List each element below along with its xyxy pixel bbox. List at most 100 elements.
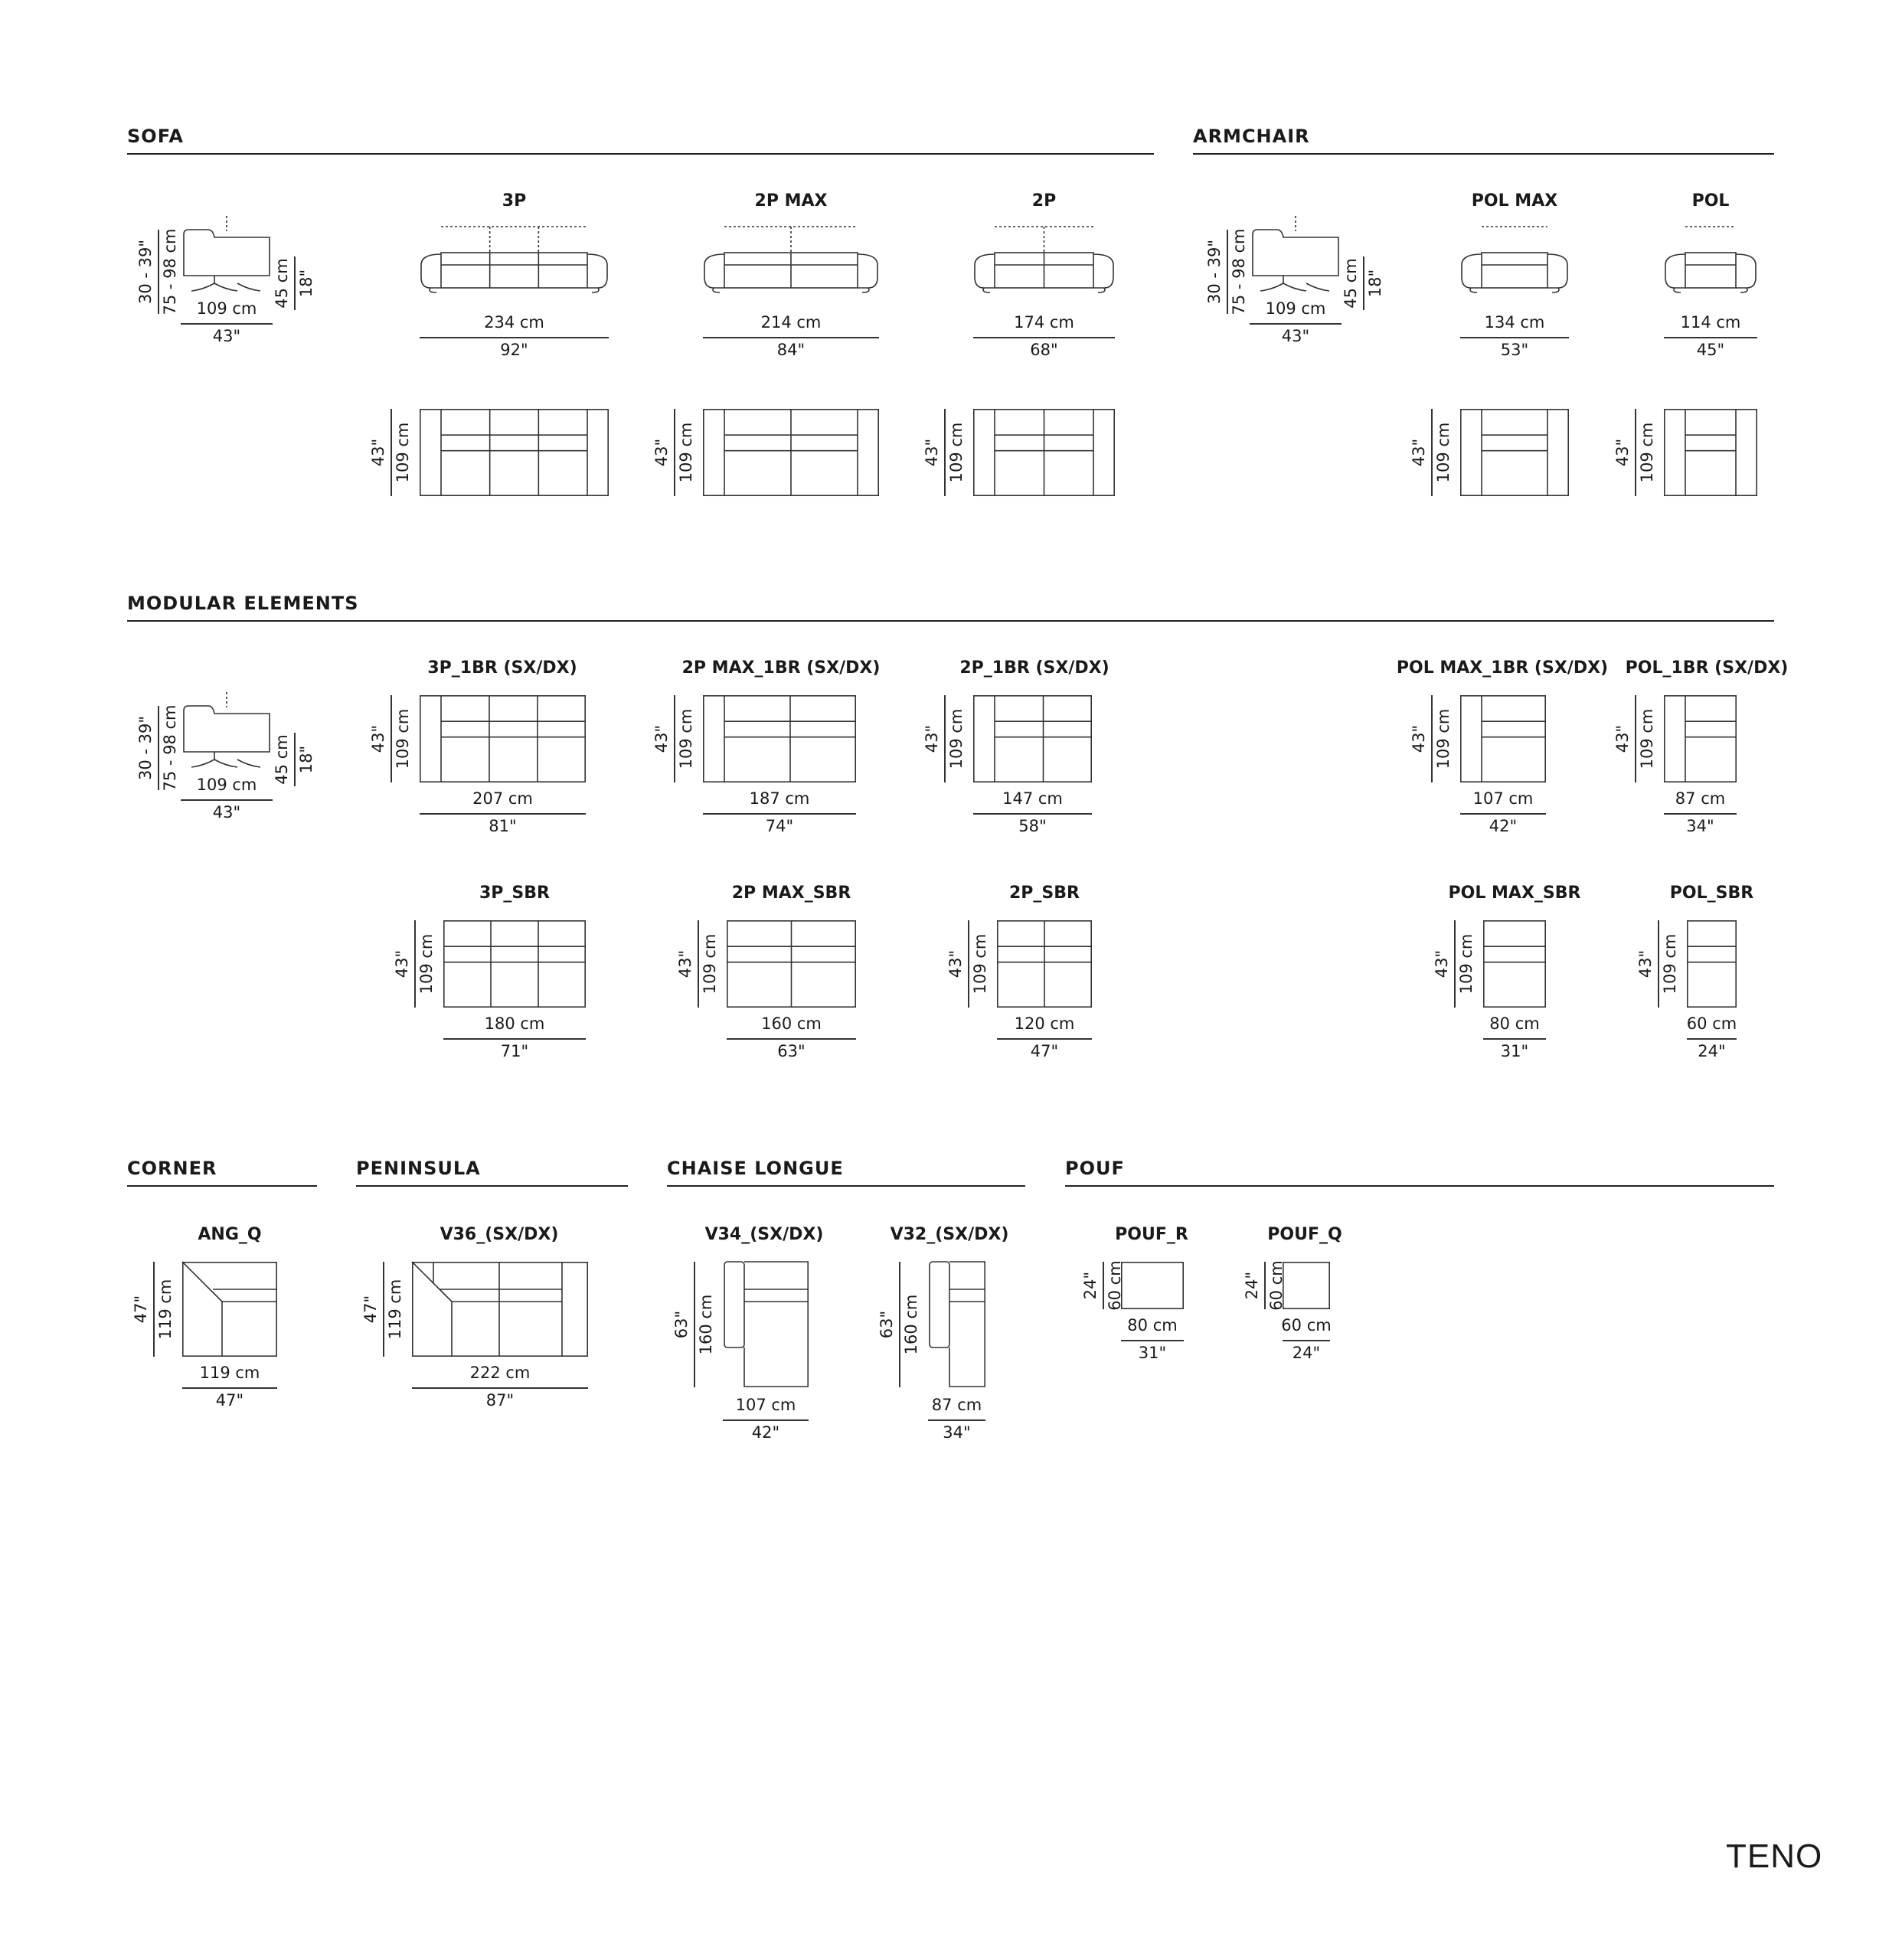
armchair-header: ARMCHAIR (1193, 126, 1310, 147)
armchair-2-depth-in: 43" (1613, 438, 1632, 467)
sofa-3-width-cm: 174 cm (1014, 313, 1074, 332)
modular-sbr-1-width-in: 71" (500, 1042, 529, 1060)
sofa-profile-seat-cm: 45 cm (273, 258, 291, 309)
modular-1br-4-plan (1460, 695, 1547, 783)
pouf-1-depth-cm: 60 cm (1106, 1260, 1124, 1311)
modular-sbr-2-depth-in: 43" (676, 949, 694, 978)
modular-1br-3-width-line (973, 813, 1092, 815)
modular-profile-side-width-line (181, 799, 273, 801)
sofa-1-depth-cm: 109 cm (394, 422, 412, 483)
modular-sbr-3-plan (997, 920, 1093, 1008)
modular-sbr-2-width-line (727, 1038, 856, 1040)
chaise-1-depth-in: 63" (672, 1310, 691, 1339)
sofa-profile-seat-line (294, 256, 296, 310)
peninsula-depth-in: 47" (361, 1295, 380, 1324)
modular-1br-1-label: 3P_1BR (SX/DX) (427, 658, 577, 678)
pouf-rule (1065, 1185, 1774, 1187)
modular-sbr-3-width-cm: 120 cm (1014, 1014, 1075, 1033)
sofa-1-plan (420, 409, 609, 497)
modular-sbr-4-depth-line (1454, 920, 1456, 1008)
modular-sbr-1-plan (443, 920, 586, 1008)
modular-1br-5-plan (1664, 695, 1737, 783)
corner-label: ANG_Q (198, 1225, 262, 1244)
modular-profile-side-width-cm: 109 cm (196, 776, 257, 794)
corner-header: CORNER (127, 1158, 217, 1179)
corner-depth-in: 47" (132, 1295, 150, 1324)
modular-profile-seat-line (294, 733, 296, 786)
sofa-3-depth-cm: 109 cm (947, 422, 966, 483)
modular-sbr-2-depth-cm: 109 cm (701, 933, 719, 995)
modular-sbr-5-plan (1687, 920, 1737, 1008)
chaise-2-depth-in: 63" (877, 1310, 896, 1339)
modular-sbr-3-depth-in: 43" (946, 949, 965, 978)
chaise-2-label: V32_(SX/DX) (890, 1225, 1009, 1244)
modular-sbr-4-plan (1483, 920, 1547, 1008)
pouf-2-depth-line (1264, 1262, 1266, 1309)
chaise-rule (667, 1185, 1025, 1187)
armchair-profile-side-width-line (1250, 323, 1342, 325)
chaise-2-width-line (928, 1419, 985, 1421)
sofa-rule (127, 153, 1154, 155)
pouf-1-depth-line (1103, 1262, 1104, 1309)
chaise-2-depth-line (899, 1262, 900, 1387)
armchair-1-plan (1460, 409, 1569, 497)
modular-1br-2-width-in: 74" (765, 817, 794, 835)
sofa-profile-height-in: 30 - 39" (136, 239, 155, 305)
modular-1br-1-depth-line (391, 695, 392, 782)
modular-profile-side-drawing (183, 692, 270, 768)
sofa-3-width-in: 68" (1030, 341, 1058, 359)
modular-profile-seat-cm: 45 cm (273, 734, 291, 785)
pouf-1-width-cm: 80 cm (1127, 1316, 1178, 1334)
modular-sbr-1-width-cm: 180 cm (484, 1014, 545, 1033)
armchair-2-depth-line (1635, 409, 1636, 496)
chaise-2-plan (929, 1261, 985, 1387)
modular-sbr-5-width-cm: 60 cm (1686, 1014, 1737, 1033)
modular-1br-5-depth-cm: 109 cm (1638, 708, 1656, 769)
sofa-2-depth-cm: 109 cm (677, 422, 695, 483)
pouf-2-label: POUF_Q (1267, 1225, 1342, 1244)
armchair-rule (1193, 153, 1774, 155)
corner-plan (181, 1261, 278, 1357)
armchair-profile-side-width-in: 43" (1281, 327, 1310, 345)
modular-1br-2-label: 2P MAX_1BR (SX/DX) (681, 658, 881, 678)
modular-1br-2-width-line (703, 813, 856, 815)
armchair-1-width-cm: 134 cm (1484, 313, 1545, 332)
armchair-profile-seat-cm: 45 cm (1342, 258, 1360, 309)
modular-1br-3-plan (973, 695, 1092, 783)
armchair-2-width-in: 45" (1696, 341, 1725, 359)
modular-1br-3-label: 2P_1BR (SX/DX) (959, 658, 1110, 678)
sofa-2-width-in: 84" (776, 341, 806, 359)
sofa-2-plan (703, 409, 879, 497)
chaise-1-width-line (723, 1419, 809, 1421)
modular-sbr-5-depth-line (1658, 920, 1659, 1008)
armchair-2-depth-cm: 109 cm (1638, 422, 1656, 483)
corner-rule (127, 1185, 317, 1187)
peninsula-label: V36_(SX/DX) (440, 1225, 559, 1244)
modular-profile-side-width-in: 43" (212, 803, 241, 822)
modular-sbr-1-label: 3P_SBR (479, 884, 550, 903)
modular-1br-2-depth-line (674, 695, 675, 782)
modular-1br-5-width-line (1664, 813, 1737, 815)
peninsula-width-cm: 222 cm (469, 1364, 531, 1382)
modular-sbr-5-label: POL_SBR (1669, 884, 1754, 903)
modular-sbr-1-depth-in: 43" (393, 949, 411, 978)
modular-sbr-1-depth-line (414, 920, 416, 1008)
modular-1br-1-depth-cm: 109 cm (394, 708, 412, 769)
sofa-profile-side-width-line (181, 323, 273, 325)
modular-sbr-5-depth-cm: 109 cm (1661, 933, 1679, 995)
modular-sbr-5-width-in: 24" (1698, 1042, 1726, 1060)
chaise-2-width-cm: 87 cm (931, 1396, 982, 1414)
sofa-3-plan (973, 409, 1115, 497)
sofa-2-width-cm: 214 cm (760, 313, 822, 332)
pouf-2-width-line (1283, 1340, 1330, 1341)
peninsula-depth-line (383, 1262, 384, 1357)
modular-1br-4-width-cm: 107 cm (1472, 789, 1534, 808)
corner-width-line (182, 1387, 277, 1389)
chaise-header: CHAISE LONGUE (667, 1158, 844, 1179)
modular-1br-4-width-in: 42" (1489, 817, 1518, 835)
modular-1br-1-width-cm: 207 cm (472, 789, 533, 808)
modular-1br-2-depth-in: 43" (652, 724, 671, 753)
modular-1br-4-depth-in: 43" (1410, 724, 1428, 753)
chaise-1-width-cm: 107 cm (735, 1396, 796, 1414)
